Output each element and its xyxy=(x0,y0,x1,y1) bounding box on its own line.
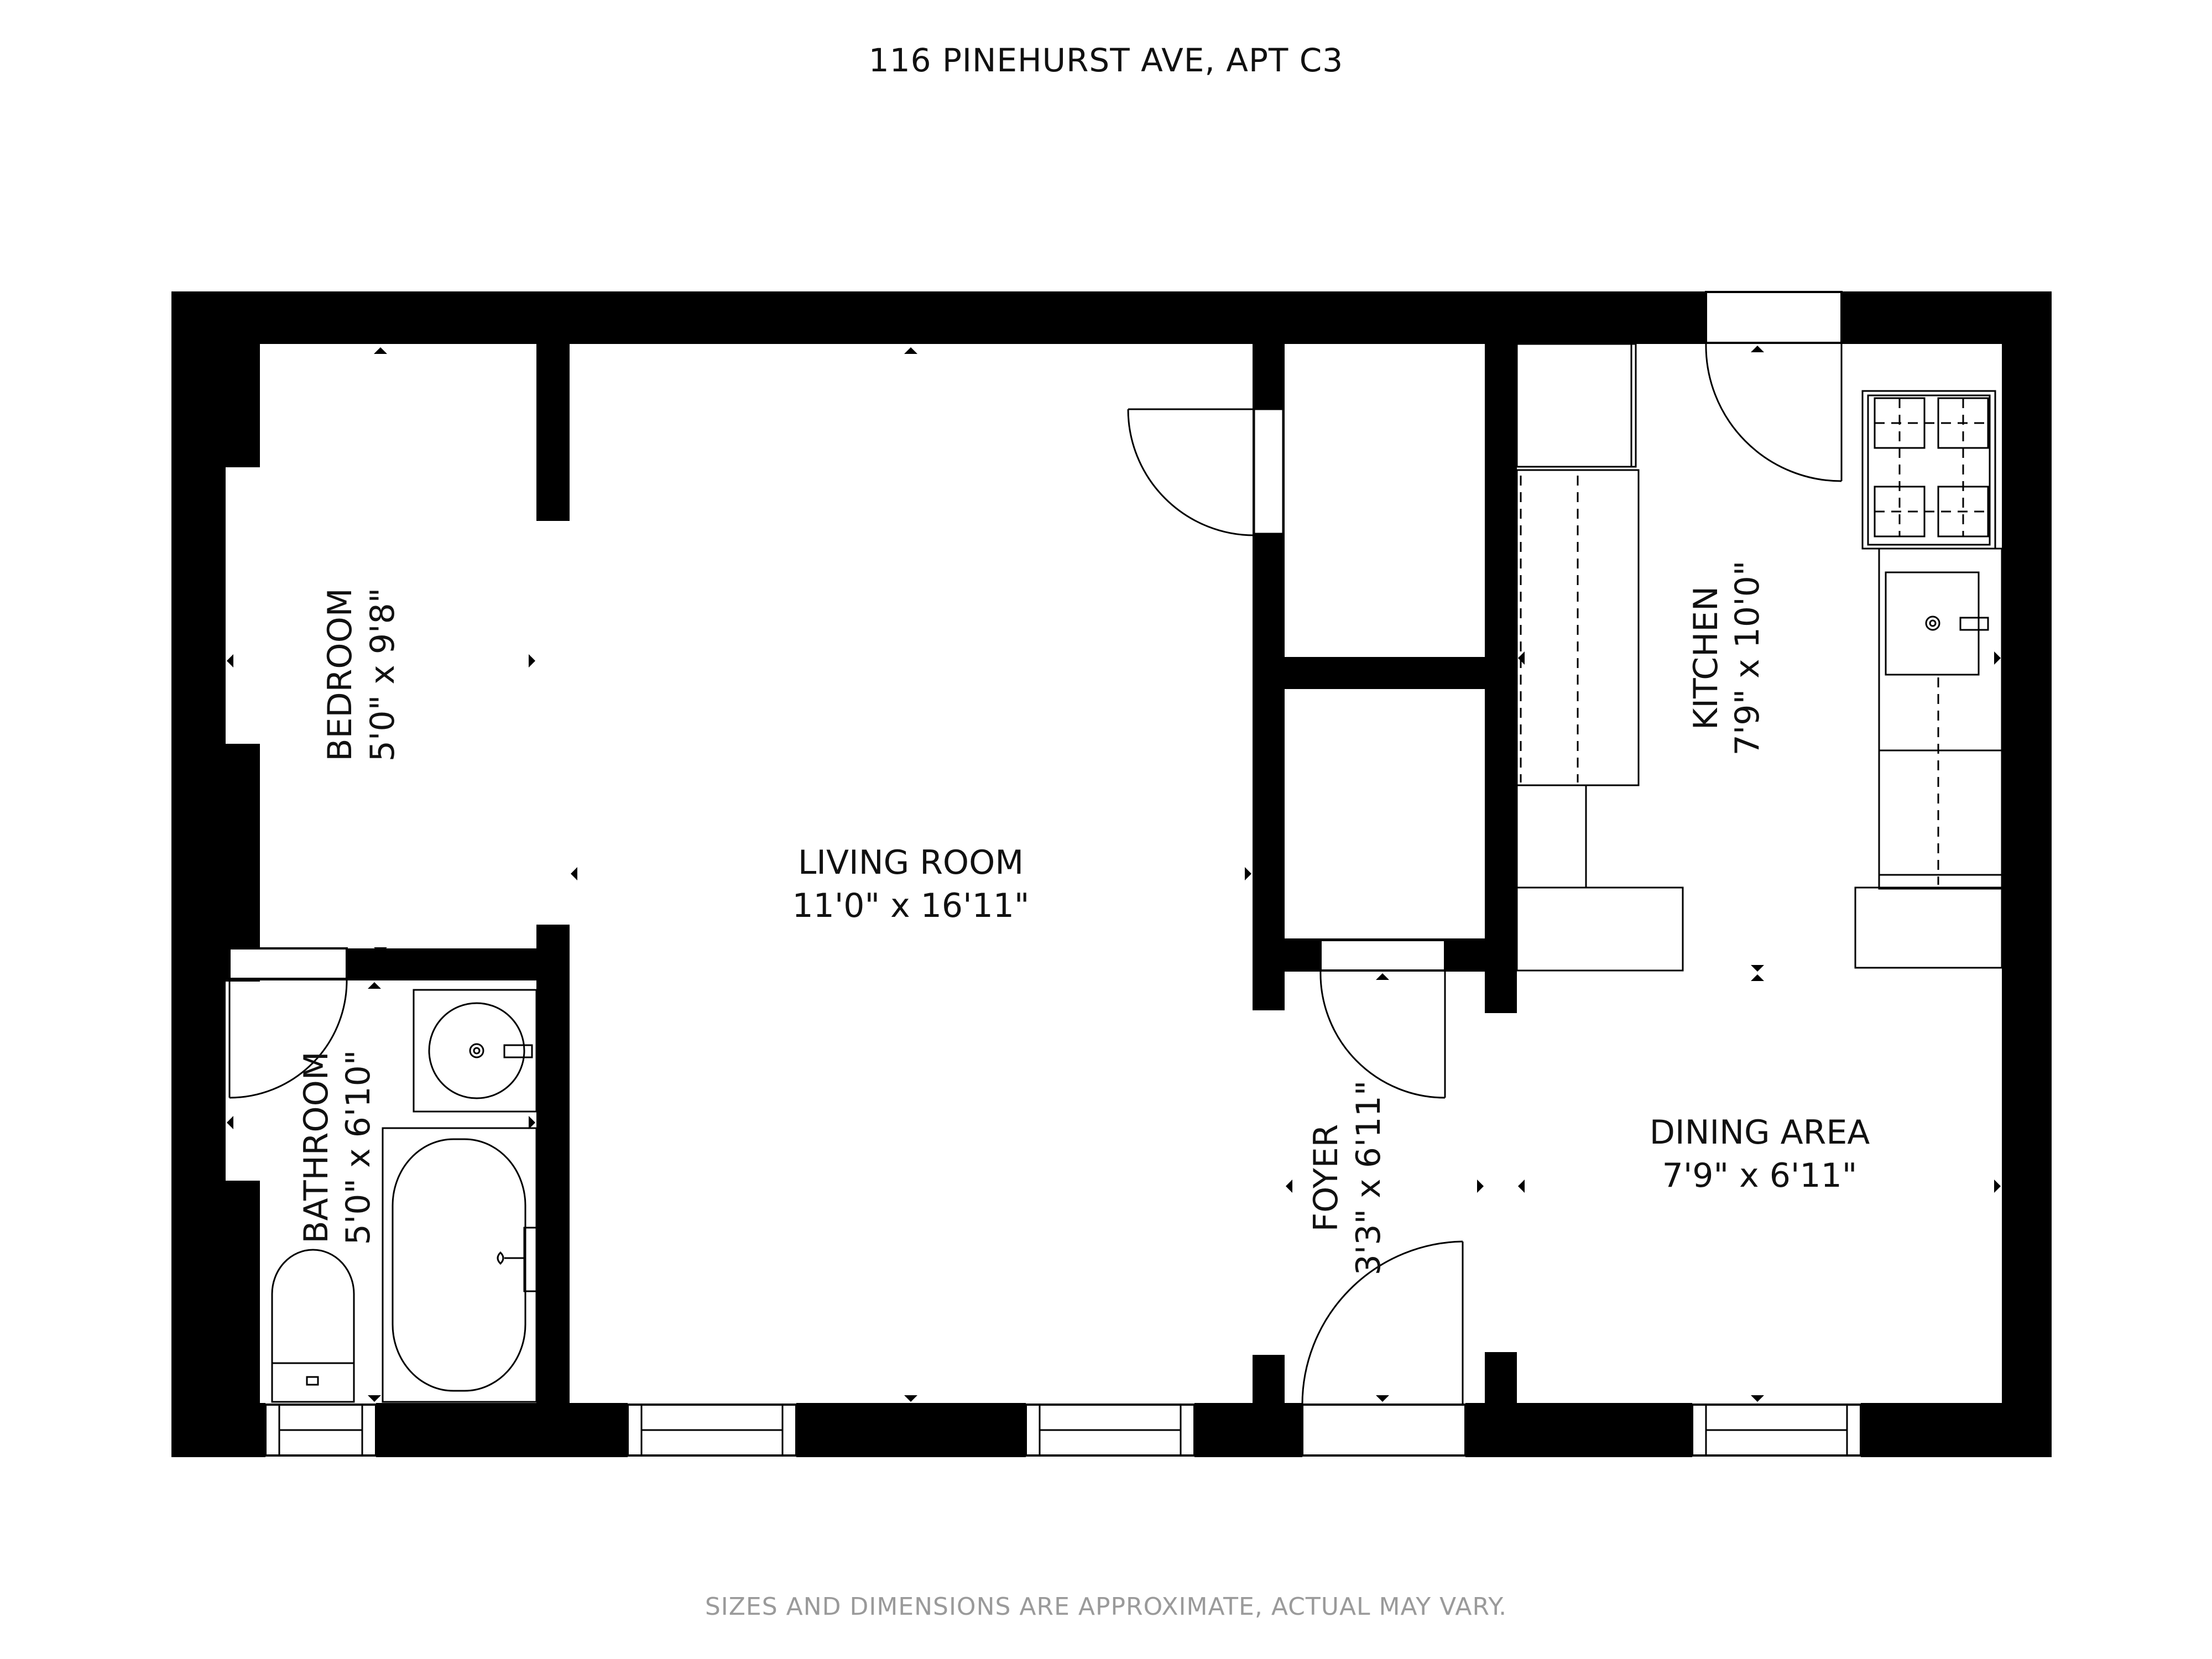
windows xyxy=(264,291,1862,1457)
disclaimer-text: SIZES AND DIMENSIONS ARE APPROXIMATE, AC… xyxy=(705,1593,1507,1621)
closet-door xyxy=(1127,408,1255,536)
bathroom-name: BATHROOM xyxy=(297,1051,336,1243)
bathroom-size: 5'0" x 6'10" xyxy=(339,1050,378,1245)
kitchen-counter-peninsula xyxy=(1516,886,1684,972)
kitchen-top-opening xyxy=(1705,291,1843,344)
kitchen-counter-end xyxy=(1854,886,2003,969)
foyer-size: 3'3" x 6'11" xyxy=(1349,1081,1388,1276)
kitchen-name: KITCHEN xyxy=(1687,586,1725,730)
window-living-left xyxy=(627,1404,797,1457)
doors xyxy=(228,343,1843,1405)
room-labels: BEDROOM 5'0" x 9'8" LIVING ROOM 11'0" x … xyxy=(297,561,1870,1276)
kitchen-counter-lower-right xyxy=(1878,749,2003,890)
kitchen-cabinet-lower xyxy=(1516,784,1587,889)
bathroom-fixtures xyxy=(271,989,538,1403)
bathroom-door xyxy=(228,947,348,1099)
living-room-name: LIVING ROOM xyxy=(798,843,1024,882)
window-bathroom xyxy=(264,1404,377,1457)
walls xyxy=(171,291,2052,1457)
bathroom-sink xyxy=(413,989,538,1113)
kitchen-fixtures xyxy=(1516,343,2003,972)
kitchen-counter-right xyxy=(1878,547,2003,752)
closet-door-frame xyxy=(1253,408,1284,535)
stove xyxy=(1861,390,1996,550)
bedroom-size: 5'0" x 9'8" xyxy=(363,588,402,762)
foyer-name: FOYER xyxy=(1307,1124,1345,1232)
living-room-size: 11'0" x 16'11" xyxy=(792,886,1029,925)
kitchen-size: 7'9" x 10'0" xyxy=(1728,561,1767,756)
bedroom-name: BEDROOM xyxy=(321,588,359,761)
kitchen-sink xyxy=(1885,571,1989,676)
dimension-markers xyxy=(227,346,2001,1402)
dining-area-size: 7'9" x 6'11" xyxy=(1662,1156,1858,1195)
entry-door xyxy=(1301,1240,1464,1405)
entry-door-opening xyxy=(1301,1404,1467,1457)
window-living-right xyxy=(1025,1404,1196,1457)
window-dining xyxy=(1691,1404,1862,1457)
toilet xyxy=(271,1249,355,1403)
dining-area-name: DINING AREA xyxy=(1650,1113,1870,1152)
kitchen-cabinet-upper xyxy=(1516,343,1637,468)
kitchen-door xyxy=(1705,343,1843,482)
bathtub xyxy=(382,1127,538,1403)
page-title: 116 PINEHURST AVE, APT C3 xyxy=(868,41,1344,79)
foyer-closet-door xyxy=(1319,939,1446,1099)
